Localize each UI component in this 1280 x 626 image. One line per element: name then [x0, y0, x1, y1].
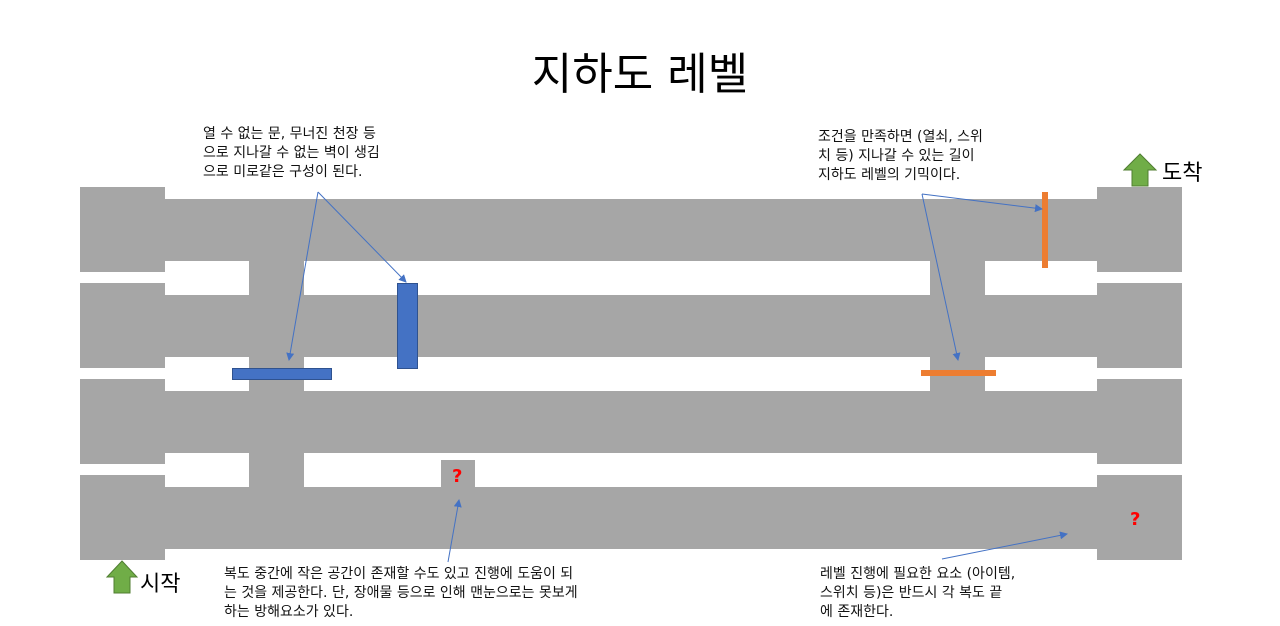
right-end-block-4 — [1097, 475, 1182, 560]
small-room — [441, 460, 475, 490]
start-label: 시작 — [140, 572, 181, 597]
connector-to-conditional-door-vertical — [921, 193, 1043, 213]
left-end-block-3 — [80, 379, 165, 464]
connector-to-conditional-door-horizontal — [921, 193, 961, 361]
connector-to-corridor-end — [941, 531, 1068, 560]
right-end-block-1 — [1097, 187, 1182, 272]
note-conditional-paths: 조건을 만족하면 (열쇠, 스위 치 등) 지나갈 수 있는 길이 지하도 레벨… — [818, 129, 983, 183]
start-up-arrow-icon — [105, 560, 139, 594]
blocked-wall-vertical — [397, 283, 418, 369]
blocked-wall-horizontal — [232, 368, 332, 380]
conditional-door-vertical — [1042, 192, 1048, 268]
left-end-block-2 — [80, 283, 165, 368]
corridor-4 — [165, 487, 1097, 549]
note-blocked-walls: 열 수 없는 문, 무너진 천장 등 으로 지나갈 수 없는 벽이 생김 으로 … — [203, 126, 380, 180]
note-hidden-rooms: 복도 중간에 작은 공간이 존재할 수도 있고 진행에 도움이 되 는 것을 제… — [224, 566, 578, 620]
note-corridor-ends: 레벨 진행에 필요한 요소 (아이템, 스위치 등)은 반드시 각 복도 끝 에… — [820, 566, 1016, 620]
corridor-end-question-mark: ? — [1130, 509, 1141, 530]
right-end-block-3 — [1097, 379, 1182, 464]
left-end-block-1 — [80, 187, 165, 272]
connector-to-small-room — [447, 499, 462, 563]
diagram-title: 지하도 레벨 — [531, 49, 749, 100]
goal-label: 도착 — [1162, 161, 1203, 186]
vertical-connector-right — [930, 199, 985, 453]
left-end-block-4 — [80, 475, 165, 560]
goal-up-arrow-icon — [1122, 153, 1158, 187]
start-arrow-icon — [105, 34, 139, 577]
small-room-question-mark: ? — [452, 466, 463, 487]
connector-to-blocked-wall-vertical — [317, 191, 407, 283]
connector-to-blocked-wall-horizontal — [286, 191, 319, 361]
right-end-block-2 — [1097, 283, 1182, 368]
conditional-door-horizontal — [921, 370, 996, 376]
